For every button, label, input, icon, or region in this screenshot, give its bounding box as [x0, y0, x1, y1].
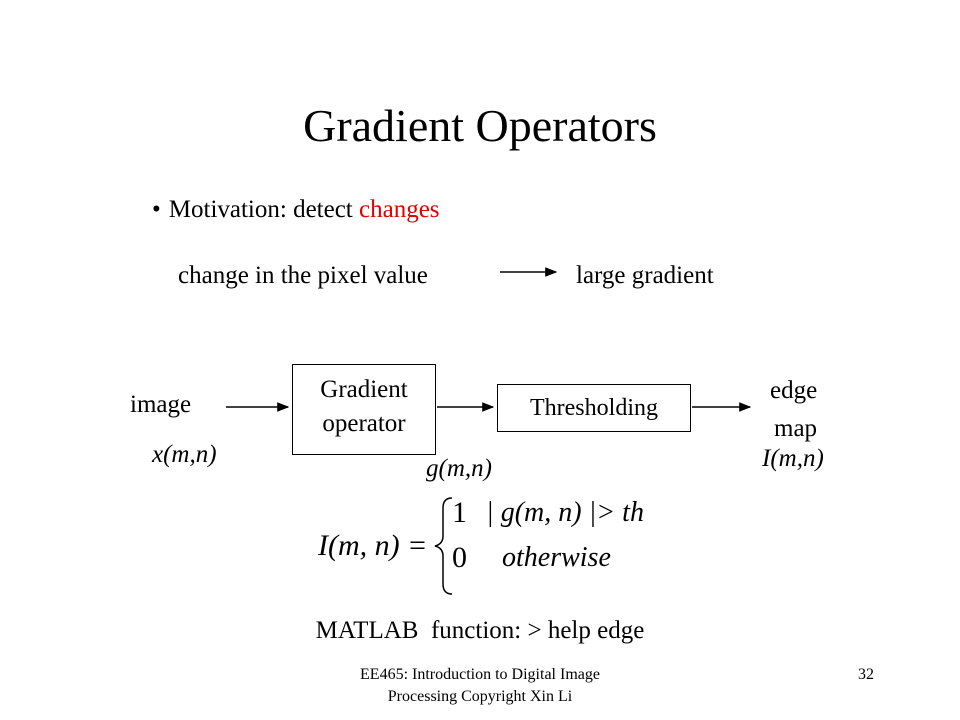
gradient-block-line2: operator	[322, 410, 406, 437]
relation-left-text: change in the pixel value	[178, 262, 428, 289]
footer-course-line1: EE465: Introduction to Digital Image	[360, 666, 600, 683]
motivation-bullet: • Motivation: detect changes	[152, 192, 440, 228]
equation-case1-condition: | g(m, n) |> th	[486, 497, 644, 528]
equation-lhs: I(m, n) =	[318, 529, 428, 562]
page-number: 32	[858, 666, 874, 683]
equation-brace	[434, 497, 453, 595]
gradient-operator-block: Gradient operator	[292, 364, 436, 455]
mid-symbol: g(m,n)	[426, 455, 492, 482]
equation-case2-value: 0	[452, 541, 467, 574]
equation-case1-value: 1	[452, 496, 467, 529]
footer-course-line2: Processing Copyright Xin Li	[387, 688, 573, 705]
bullet-dot-icon: •	[152, 196, 161, 223]
footer-course: EE465: Introduction to Digital Image Pro…	[270, 664, 690, 708]
input-symbol: x(m,n)	[152, 441, 217, 468]
relation-right-text: large gradient	[576, 262, 714, 289]
motivation-text: Motivation: detect	[168, 196, 359, 223]
output-symbol: I(m,n)	[762, 445, 824, 472]
input-label: image	[130, 391, 192, 418]
motivation-highlight: changes	[359, 196, 440, 223]
slide-title: Gradient Operators	[303, 100, 657, 151]
matlab-note: MATLAB function: > help edge	[315, 617, 645, 644]
output-label-line1: edge	[770, 377, 818, 404]
thresholding-block: Thresholding	[497, 384, 691, 432]
output-label-line2: map	[774, 415, 818, 442]
gradient-block-line1: Gradient	[320, 376, 408, 403]
thresholding-label: Thresholding	[530, 395, 658, 421]
equation-case2-condition: otherwise	[502, 542, 611, 573]
